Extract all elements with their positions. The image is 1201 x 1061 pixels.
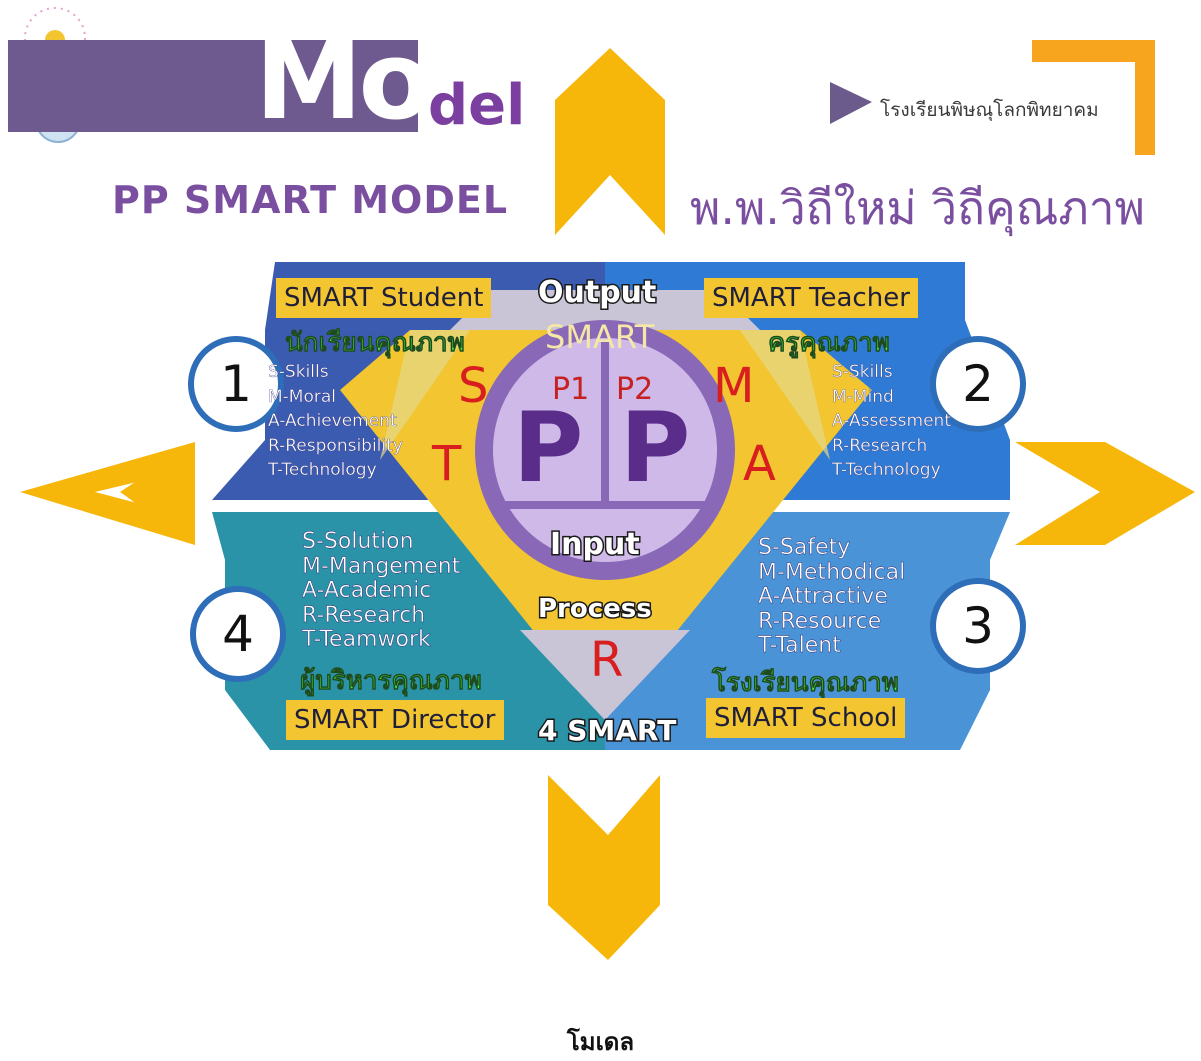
smart-director-box: SMART Director	[286, 700, 504, 740]
number-badge-4: 4	[190, 586, 286, 682]
arrow-up-icon	[555, 48, 665, 235]
smart-label: SMART	[545, 318, 655, 356]
letter-a: A	[743, 436, 776, 492]
smart-school-box: SMART School	[706, 698, 906, 738]
letter-t: T	[432, 436, 462, 492]
list-item: T-Teamwork	[302, 627, 431, 652]
four-smart-label: 4 SMART	[536, 713, 677, 749]
number-badge-1: 1	[188, 336, 284, 432]
list-item: M-Methodical	[758, 559, 906, 585]
list-item: R-Research	[832, 435, 928, 456]
school-thai-label: โรงเรียนคุณภาพ	[712, 668, 899, 699]
list-item: M-Mangement	[302, 553, 461, 579]
letter-r: R	[590, 632, 624, 688]
number-badge-3: 3	[930, 578, 1026, 674]
list-item: R-Resource	[758, 608, 882, 634]
input-label: Input	[549, 526, 642, 564]
process-label: Process	[537, 593, 654, 626]
list-item: A-Assessment	[832, 411, 951, 431]
teacher-items: S-Skills M-Mind A-Assessment R-Research …	[832, 360, 951, 483]
logo-banner	[8, 40, 418, 132]
output-label: Output	[536, 274, 657, 312]
list-item: R-Responsibility	[268, 435, 403, 456]
director-items: S-Solution M-Mangement A-Academic R-Rese…	[302, 529, 461, 653]
play-triangle-icon	[830, 82, 872, 124]
corner-bracket-icon	[1032, 40, 1155, 155]
smart-student-box: SMART Student	[276, 278, 492, 318]
list-item: S-Skills	[268, 362, 329, 382]
list-item: R-Research	[302, 602, 426, 628]
list-item: S-Solution	[302, 529, 414, 554]
p2-label: P2	[616, 372, 654, 407]
logo-mo-text: Mo	[255, 19, 433, 144]
list-item: T-Talent	[758, 633, 841, 658]
logo-del-text: del	[428, 73, 526, 138]
student-thai-label: นักเรียนคุณภาพ	[285, 328, 465, 359]
p1-label: P1	[552, 372, 590, 407]
smart-teacher-box: SMART Teacher	[704, 278, 918, 318]
arrow-right-icon	[1015, 442, 1195, 545]
director-thai-label: ผู้บริหารคุณภาพ	[300, 666, 482, 697]
list-item: M-Moral	[268, 386, 336, 407]
title-thai: พ.พ.วิถีใหม่ วิถีคุณภาพ	[690, 181, 1145, 235]
list-item: A-Achievement	[268, 411, 397, 431]
title-english: PP SMART MODEL	[112, 178, 509, 222]
list-item: M-Mind	[832, 386, 894, 407]
student-items: S-Skills M-Moral A-Achievement R-Respons…	[268, 360, 403, 483]
school-name: โรงเรียนพิษณุโลกพิทยาคม	[880, 99, 1099, 121]
big-p-left: P	[513, 392, 584, 504]
big-p-right: P	[620, 392, 691, 504]
teacher-thai-label: ครูคุณภาพ	[768, 328, 890, 359]
school-items: S-Safety M-Methodical A-Attractive R-Res…	[758, 535, 906, 659]
arrow-left-icon	[20, 442, 195, 545]
list-item: A-Attractive	[758, 584, 888, 609]
list-item: T-Technology	[268, 460, 377, 480]
number-badge-2: 2	[930, 336, 1026, 432]
arrow-down-icon	[548, 775, 660, 960]
list-item: S-Skills	[832, 362, 893, 382]
list-item: T-Technology	[832, 460, 941, 480]
letter-s: S	[458, 358, 489, 414]
list-item: A-Academic	[302, 578, 432, 603]
letter-m: M	[713, 358, 755, 414]
list-item: S-Safety	[758, 535, 851, 560]
caption: โมเดล	[566, 1028, 635, 1056]
